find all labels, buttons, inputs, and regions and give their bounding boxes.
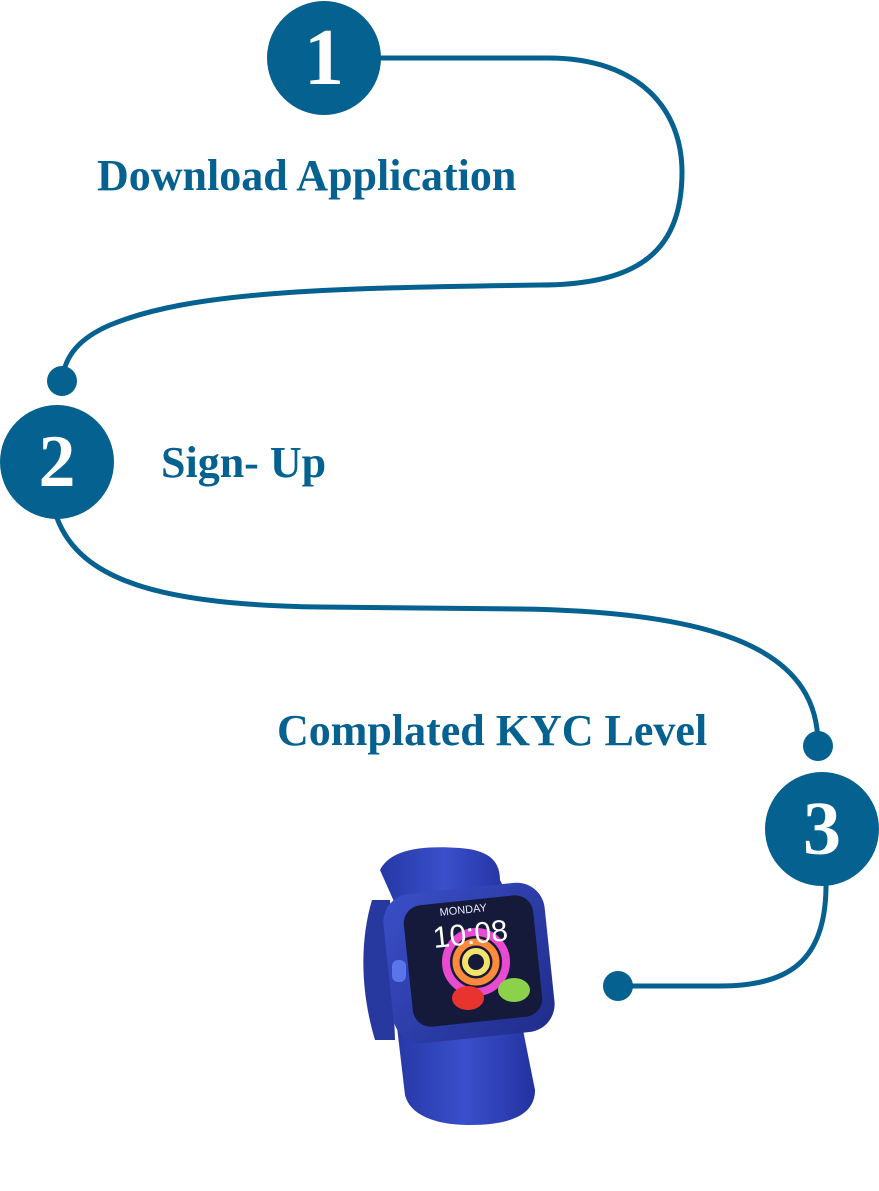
activity-ring-middle xyxy=(452,938,500,986)
step-3-label: Complated KYC Level xyxy=(277,706,708,755)
connector-dot xyxy=(803,731,833,761)
step-1-number: 1 xyxy=(304,13,344,102)
connector-line xyxy=(54,515,821,748)
watch-crown-icon xyxy=(392,960,406,982)
connector-line xyxy=(615,882,829,989)
smartwatch-image: MONDAY 10:08 xyxy=(363,847,555,1125)
watch-day-text: MONDAY xyxy=(439,902,488,919)
step-3-number: 3 xyxy=(803,786,841,871)
step-2-label: Sign- Up xyxy=(161,438,327,487)
connector-dot xyxy=(47,366,77,396)
connector-dot xyxy=(603,971,633,1001)
watch-time-text: 10:08 xyxy=(431,914,509,955)
activity-ring-inner xyxy=(462,948,490,976)
connector-line xyxy=(59,55,685,383)
step-1-badge: 1 xyxy=(267,1,381,115)
green-complication-icon xyxy=(498,978,530,1002)
step-2-number: 2 xyxy=(38,420,76,503)
step-1-label: Download Application xyxy=(97,151,517,200)
step-3-badge: 3 xyxy=(765,772,879,886)
step-2-badge: 2 xyxy=(0,405,114,519)
red-complication-icon xyxy=(452,986,484,1010)
